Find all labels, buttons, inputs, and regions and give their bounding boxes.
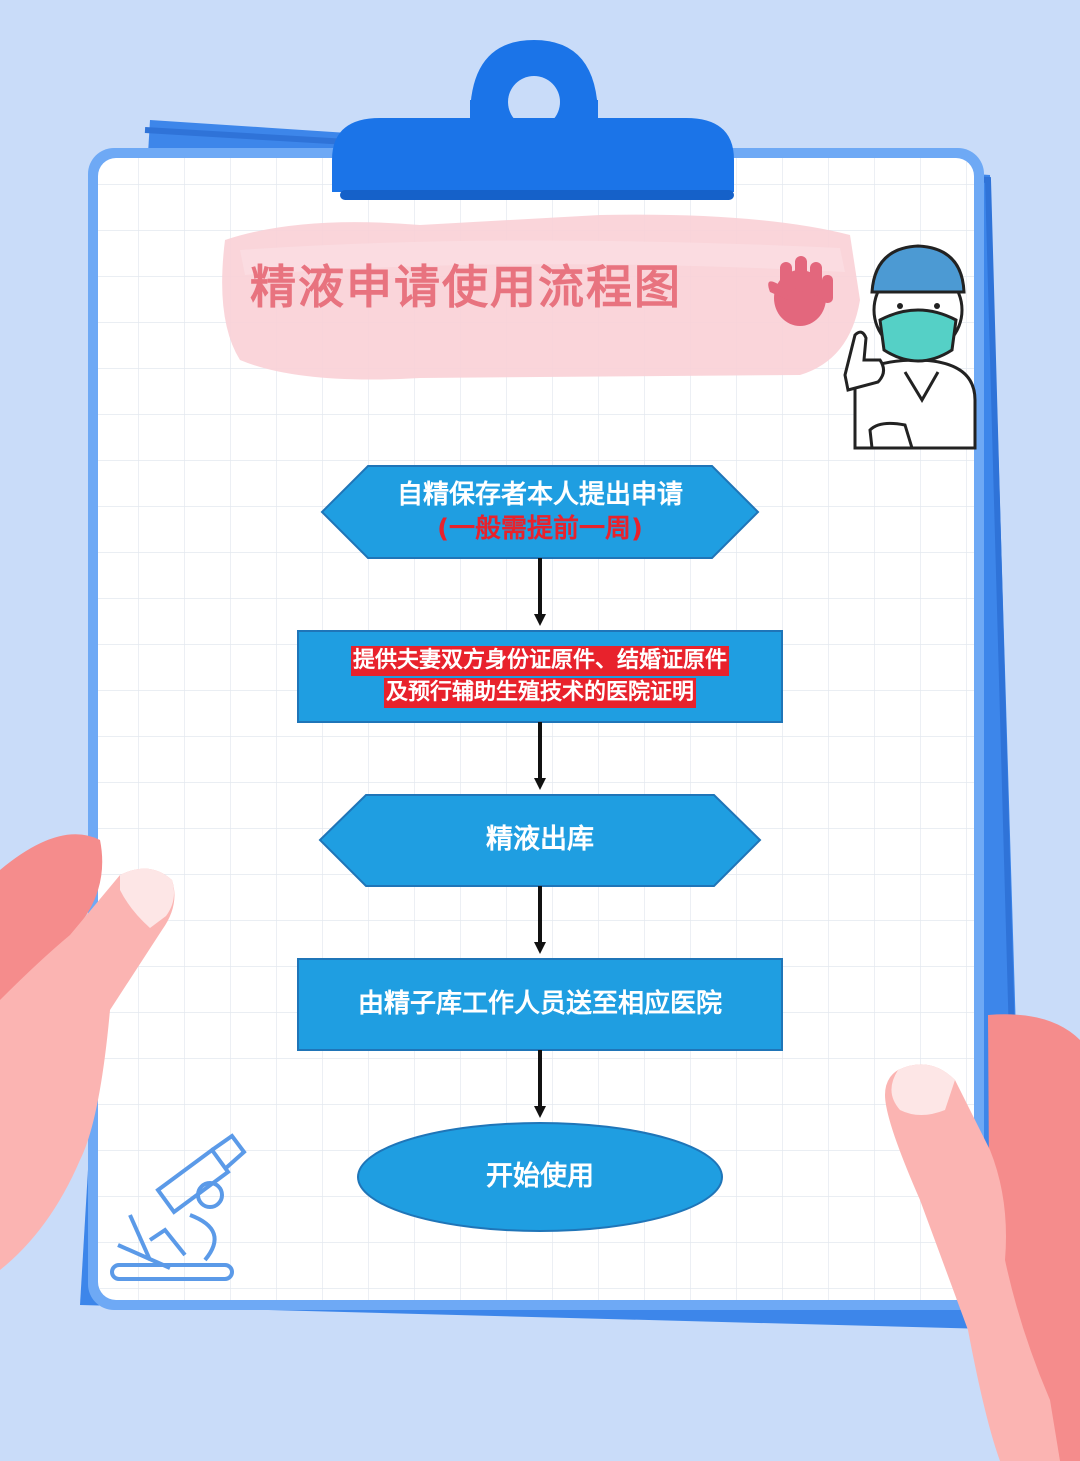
step-5-label: 开始使用 <box>486 1161 594 1192</box>
step-3-label: 精液出库 <box>486 824 594 855</box>
doctor-icon <box>843 244 977 450</box>
step-4-rectangle <box>297 958 783 1051</box>
step-2-highlight-line2: 及预行辅助生殖技术的医院证明 <box>383 678 696 708</box>
right-hand-illustration <box>885 1014 1080 1461</box>
step-3-hexagon <box>318 794 762 887</box>
step-1-label-line2: (一般需提前一周) <box>437 514 643 544</box>
step-4-label: 由精子库工作人员送至相应医院 <box>357 989 722 1019</box>
microscope-icon <box>110 1133 247 1281</box>
step-1-hexagon <box>320 465 760 559</box>
page-title: 精液申请使用流程图 <box>250 260 682 314</box>
left-hand-illustration <box>0 834 175 1270</box>
step-2-highlight-line1: 提供夫妻双方身份证原件、结婚证原件 <box>350 646 729 676</box>
step-5-ellipse <box>357 1122 723 1232</box>
step-2-label-line2: 及预行辅助生殖技术的医院证明 <box>298 677 782 709</box>
step-2-label-line1: 提供夫妻双方身份证原件、结婚证原件 <box>298 645 782 677</box>
step-1-label-line1: 自精保存者本人提出申请 <box>396 480 683 510</box>
clipboard-clip-icon <box>332 40 734 200</box>
waving-hand-icon <box>768 256 833 326</box>
